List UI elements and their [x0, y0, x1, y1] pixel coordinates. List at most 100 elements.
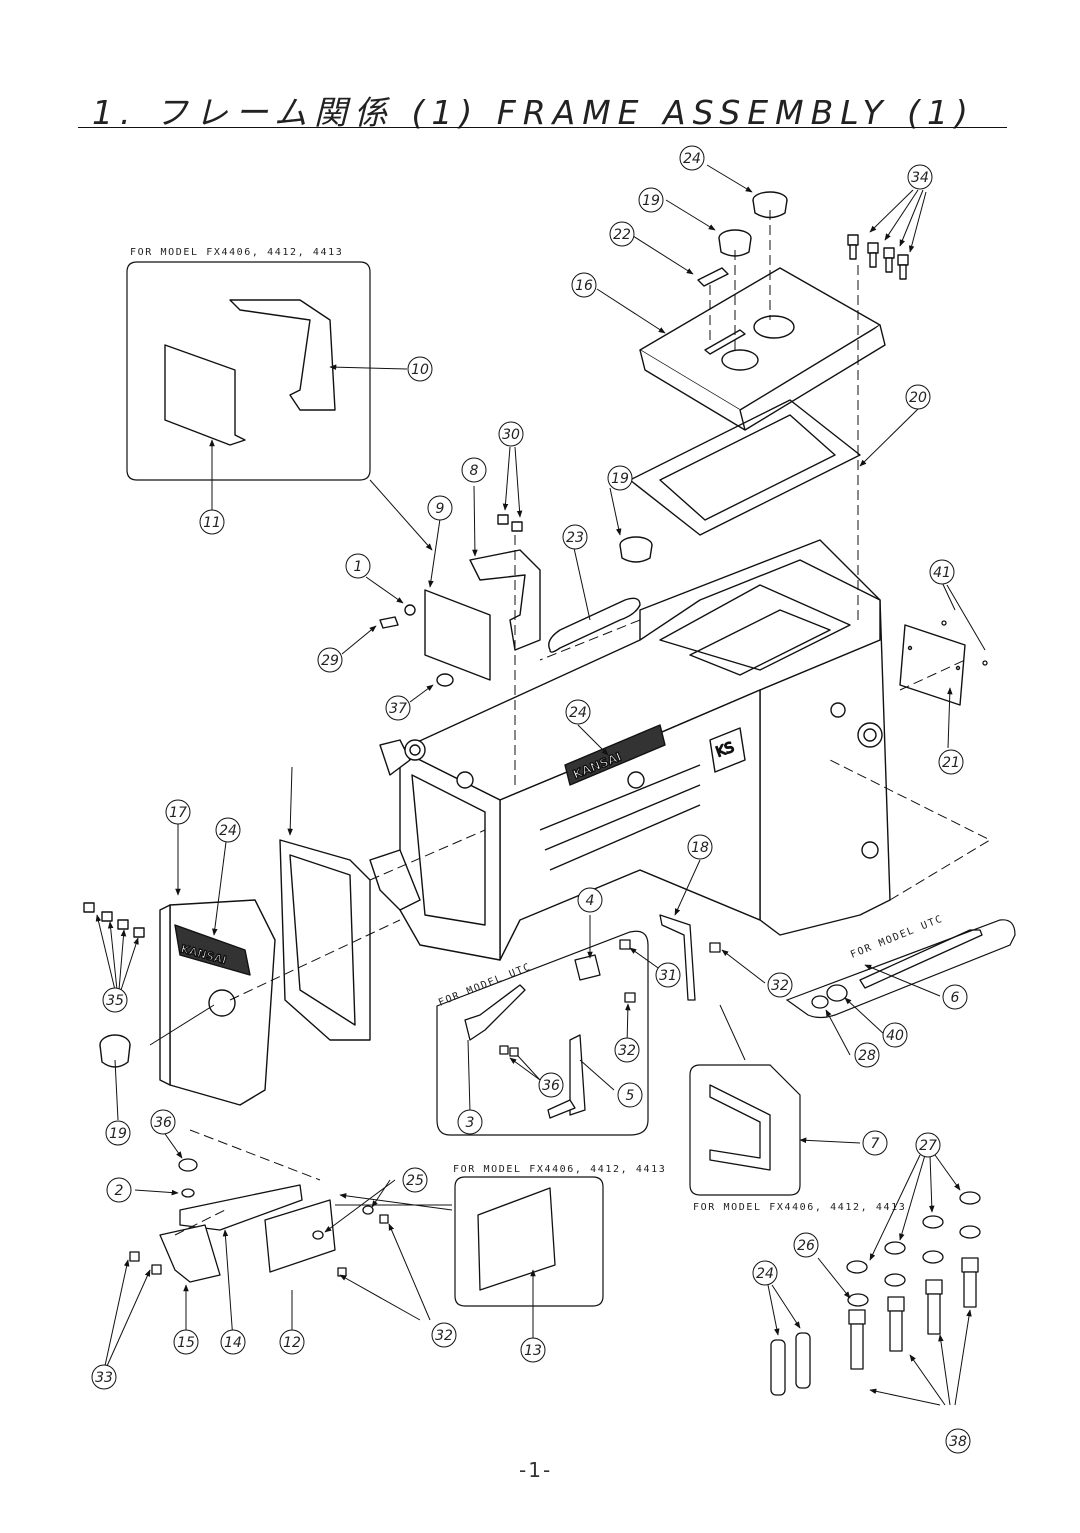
- callout-number: 2: [115, 1183, 124, 1199]
- callout-circle: [679, 145, 705, 171]
- callout-number: 22: [613, 227, 631, 243]
- callout-number: 15: [177, 1335, 195, 1351]
- callout-number: 36: [542, 1078, 560, 1094]
- callout-circle: [571, 272, 597, 298]
- callout-circle: [929, 559, 955, 585]
- callout-number: 7: [871, 1136, 880, 1152]
- callout-number: 5: [626, 1088, 635, 1104]
- callout-circle: [407, 356, 433, 382]
- callout-number: 21: [942, 755, 960, 771]
- callout-circle: [461, 457, 487, 483]
- note-fx-bottom-right: FOR MODEL FX4406, 4412, 4413: [693, 1202, 906, 1213]
- callout-number: 32: [771, 978, 789, 994]
- callout-number: 28: [858, 1048, 876, 1064]
- callout-number: 1: [354, 559, 363, 575]
- callout-number: 17: [169, 805, 187, 821]
- callout-number: 19: [109, 1126, 127, 1142]
- callout-circle: [427, 495, 453, 521]
- callout-number: 10: [411, 362, 429, 378]
- callout-number: 41: [933, 565, 951, 581]
- model-note-boxes: [126, 261, 1016, 1307]
- leader-lines: [95, 164, 986, 1406]
- callout-number: 20: [909, 390, 927, 406]
- side-cover-17: KANSAI: [83, 839, 371, 1106]
- callout-circle: [862, 1130, 888, 1156]
- callout-circle: [106, 1177, 132, 1203]
- callout-circle: [431, 1322, 457, 1348]
- assembly-lines: [174, 210, 992, 1236]
- callout-circle: [945, 1428, 971, 1454]
- callout-number: 19: [611, 471, 629, 487]
- title-underline: [78, 127, 1007, 128]
- callout-number: 37: [389, 701, 407, 717]
- callout-circle: [767, 972, 793, 998]
- right-parts: [659, 620, 988, 1171]
- callout-number: 30: [502, 427, 520, 443]
- callout-number: 34: [911, 170, 929, 186]
- callout-circle: [938, 749, 964, 775]
- callout-circle: [752, 1260, 778, 1286]
- note-fx-top-left: FOR MODEL FX4406, 4412, 4413: [130, 247, 343, 258]
- callout-number: 25: [406, 1173, 424, 1189]
- callout-circle: [882, 1022, 908, 1048]
- callout-number: 4: [586, 893, 595, 909]
- callout-number: 24: [756, 1266, 774, 1282]
- top-cover-16: [619, 191, 909, 563]
- callout-circle: [793, 1232, 819, 1258]
- callout-number: 3: [466, 1115, 475, 1131]
- callout-circle: [457, 1109, 483, 1135]
- callout-circle: [905, 384, 931, 410]
- callout-circle: [607, 465, 633, 491]
- callout-number: 24: [683, 151, 701, 167]
- callout-circle: [402, 1167, 428, 1193]
- callout-circle: [165, 799, 191, 825]
- callout-number: 32: [618, 1043, 636, 1059]
- callout-circle: [915, 1132, 941, 1158]
- callout-number: 24: [219, 823, 237, 839]
- page-number: -1-: [519, 1458, 553, 1482]
- callout-circle: [617, 1082, 643, 1108]
- callout-number: 8: [470, 463, 479, 479]
- page-title: 1. フレーム関係 (1) FRAME ASSEMBLY (1): [92, 93, 975, 132]
- callout-number: 24: [569, 705, 587, 721]
- callout-circle: [638, 187, 664, 213]
- callout-number: 33: [95, 1370, 113, 1386]
- callout-circle: [687, 834, 713, 860]
- callout-number: 11: [203, 515, 221, 531]
- callout-circle: [279, 1329, 305, 1355]
- callout-circle: [220, 1329, 246, 1355]
- callout-circle: [173, 1329, 199, 1355]
- callout-number: 19: [642, 193, 660, 209]
- callout-circle: [317, 647, 343, 673]
- callout-number: 26: [797, 1238, 815, 1254]
- callout-circle: [105, 1120, 131, 1146]
- callout-number: 12: [283, 1335, 301, 1351]
- callout-number: 32: [435, 1328, 453, 1344]
- callout-circle: [565, 699, 591, 725]
- callout-number: 13: [524, 1343, 542, 1359]
- callout-circle: [520, 1337, 546, 1363]
- callout-number: 6: [951, 990, 960, 1006]
- note-fx-bottom-center: FOR MODEL FX4406, 4412, 4413: [453, 1164, 666, 1175]
- lower-right-parts: [770, 1191, 981, 1396]
- callout-circle: [102, 987, 128, 1013]
- callout-circle: [942, 984, 968, 1010]
- callout-number: 38: [949, 1434, 967, 1450]
- callout-circle: [609, 221, 635, 247]
- callout-circle: [345, 553, 371, 579]
- callout-circle: [91, 1364, 117, 1390]
- callout-number: 23: [566, 530, 584, 546]
- callout-circle: [538, 1072, 564, 1098]
- callout-circle: [614, 1037, 640, 1063]
- callout-circle: [854, 1042, 880, 1068]
- window-parts: [164, 299, 641, 687]
- callout-number: 40: [886, 1028, 904, 1044]
- callout-number: 29: [321, 653, 339, 669]
- note-utc-center: FOR MODEL UTC: [437, 961, 533, 1008]
- callout-circle: [498, 421, 524, 447]
- callout-circle: [562, 524, 588, 550]
- callout-number: 27: [919, 1138, 937, 1154]
- callout-circle: [655, 962, 681, 988]
- callout-number: 35: [106, 993, 124, 1009]
